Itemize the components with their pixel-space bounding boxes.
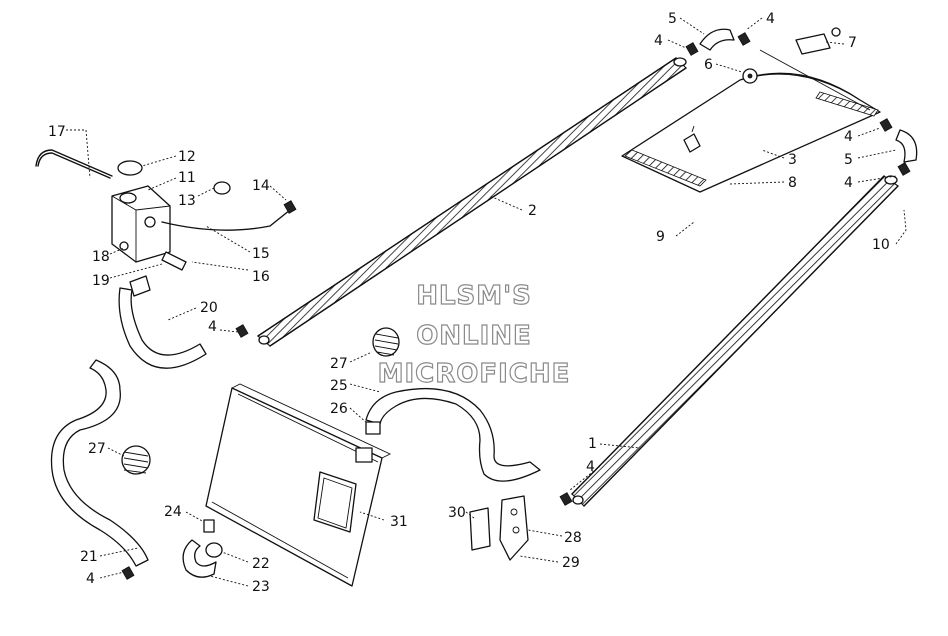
hose-25: [365, 387, 541, 482]
callout-30: 30: [448, 505, 466, 521]
callout-27-lower: 27: [88, 441, 106, 457]
callouts: 17 12 11 13 14 15 16 18 19 20 4 2 5 4 4 …: [48, 11, 890, 595]
spring-clamp-27-upper: [372, 327, 400, 357]
clamp-22: [205, 542, 223, 558]
callout-4-e: 4: [844, 175, 853, 191]
callout-19: 19: [92, 273, 110, 289]
watermark: HLSM'S ONLINE MICROFICHE: [377, 280, 571, 389]
callout-16: 16: [252, 269, 270, 285]
callout-10: 10: [872, 237, 890, 253]
callout-11: 11: [178, 170, 196, 186]
overflow-hose-17: [35, 149, 113, 179]
callout-21: 21: [80, 549, 98, 565]
callout-24: 24: [164, 504, 182, 520]
callout-4-b: 4: [766, 11, 775, 27]
bracket-7: [795, 27, 841, 55]
bracket-28-29: [499, 495, 529, 561]
callout-5-right: 5: [844, 152, 853, 168]
hose-5-top: [699, 28, 735, 51]
coolant-reservoir: [111, 160, 231, 271]
cooling-tube-1: [571, 175, 899, 507]
callout-13: 13: [178, 193, 196, 209]
callout-23: 23: [252, 579, 270, 595]
callout-28: 28: [564, 530, 582, 546]
plate-30: [469, 507, 491, 551]
vent-line-15: [161, 200, 297, 231]
clamp-24: [203, 519, 215, 533]
callout-15: 15: [252, 246, 270, 262]
watermark-line-3: MICROFICHE: [378, 359, 571, 389]
callout-27-upper: 27: [330, 356, 348, 372]
callout-4-c: 4: [654, 33, 663, 49]
callout-3: 3: [788, 152, 797, 168]
callout-29: 29: [562, 555, 580, 571]
hose-23: [182, 539, 217, 578]
callout-17: 17: [48, 124, 66, 140]
callout-4-f: 4: [586, 459, 595, 475]
callout-9: 9: [656, 229, 665, 245]
clamps-4: [121, 32, 911, 580]
watermark-line-2: ONLINE: [416, 321, 532, 351]
callout-6: 6: [704, 57, 713, 73]
hose-20-21: [50, 275, 207, 567]
cooling-tube-2: [257, 57, 687, 347]
callout-1: 1: [588, 436, 597, 452]
callout-20: 20: [200, 300, 218, 316]
callout-22: 22: [252, 556, 270, 572]
hose-5-right: [895, 129, 918, 163]
clip-6: [742, 68, 758, 84]
callout-4-g: 4: [86, 571, 95, 587]
callout-5-top: 5: [668, 11, 677, 27]
callout-31: 31: [390, 514, 408, 530]
spring-clamp-27-lower: [121, 445, 151, 475]
watermark-line-1: HLSM'S: [416, 281, 532, 311]
callout-4-a: 4: [208, 319, 217, 335]
callout-18: 18: [92, 249, 110, 265]
callout-8: 8: [788, 175, 797, 191]
leader-lines: [66, 17, 907, 587]
callout-25: 25: [330, 378, 348, 394]
callout-7: 7: [848, 35, 857, 51]
callout-4-d: 4: [844, 129, 853, 145]
callout-12: 12: [178, 149, 196, 165]
radiator-31: [205, 383, 392, 587]
callout-14: 14: [252, 178, 270, 194]
callout-2: 2: [528, 203, 537, 219]
callout-26: 26: [330, 401, 348, 417]
